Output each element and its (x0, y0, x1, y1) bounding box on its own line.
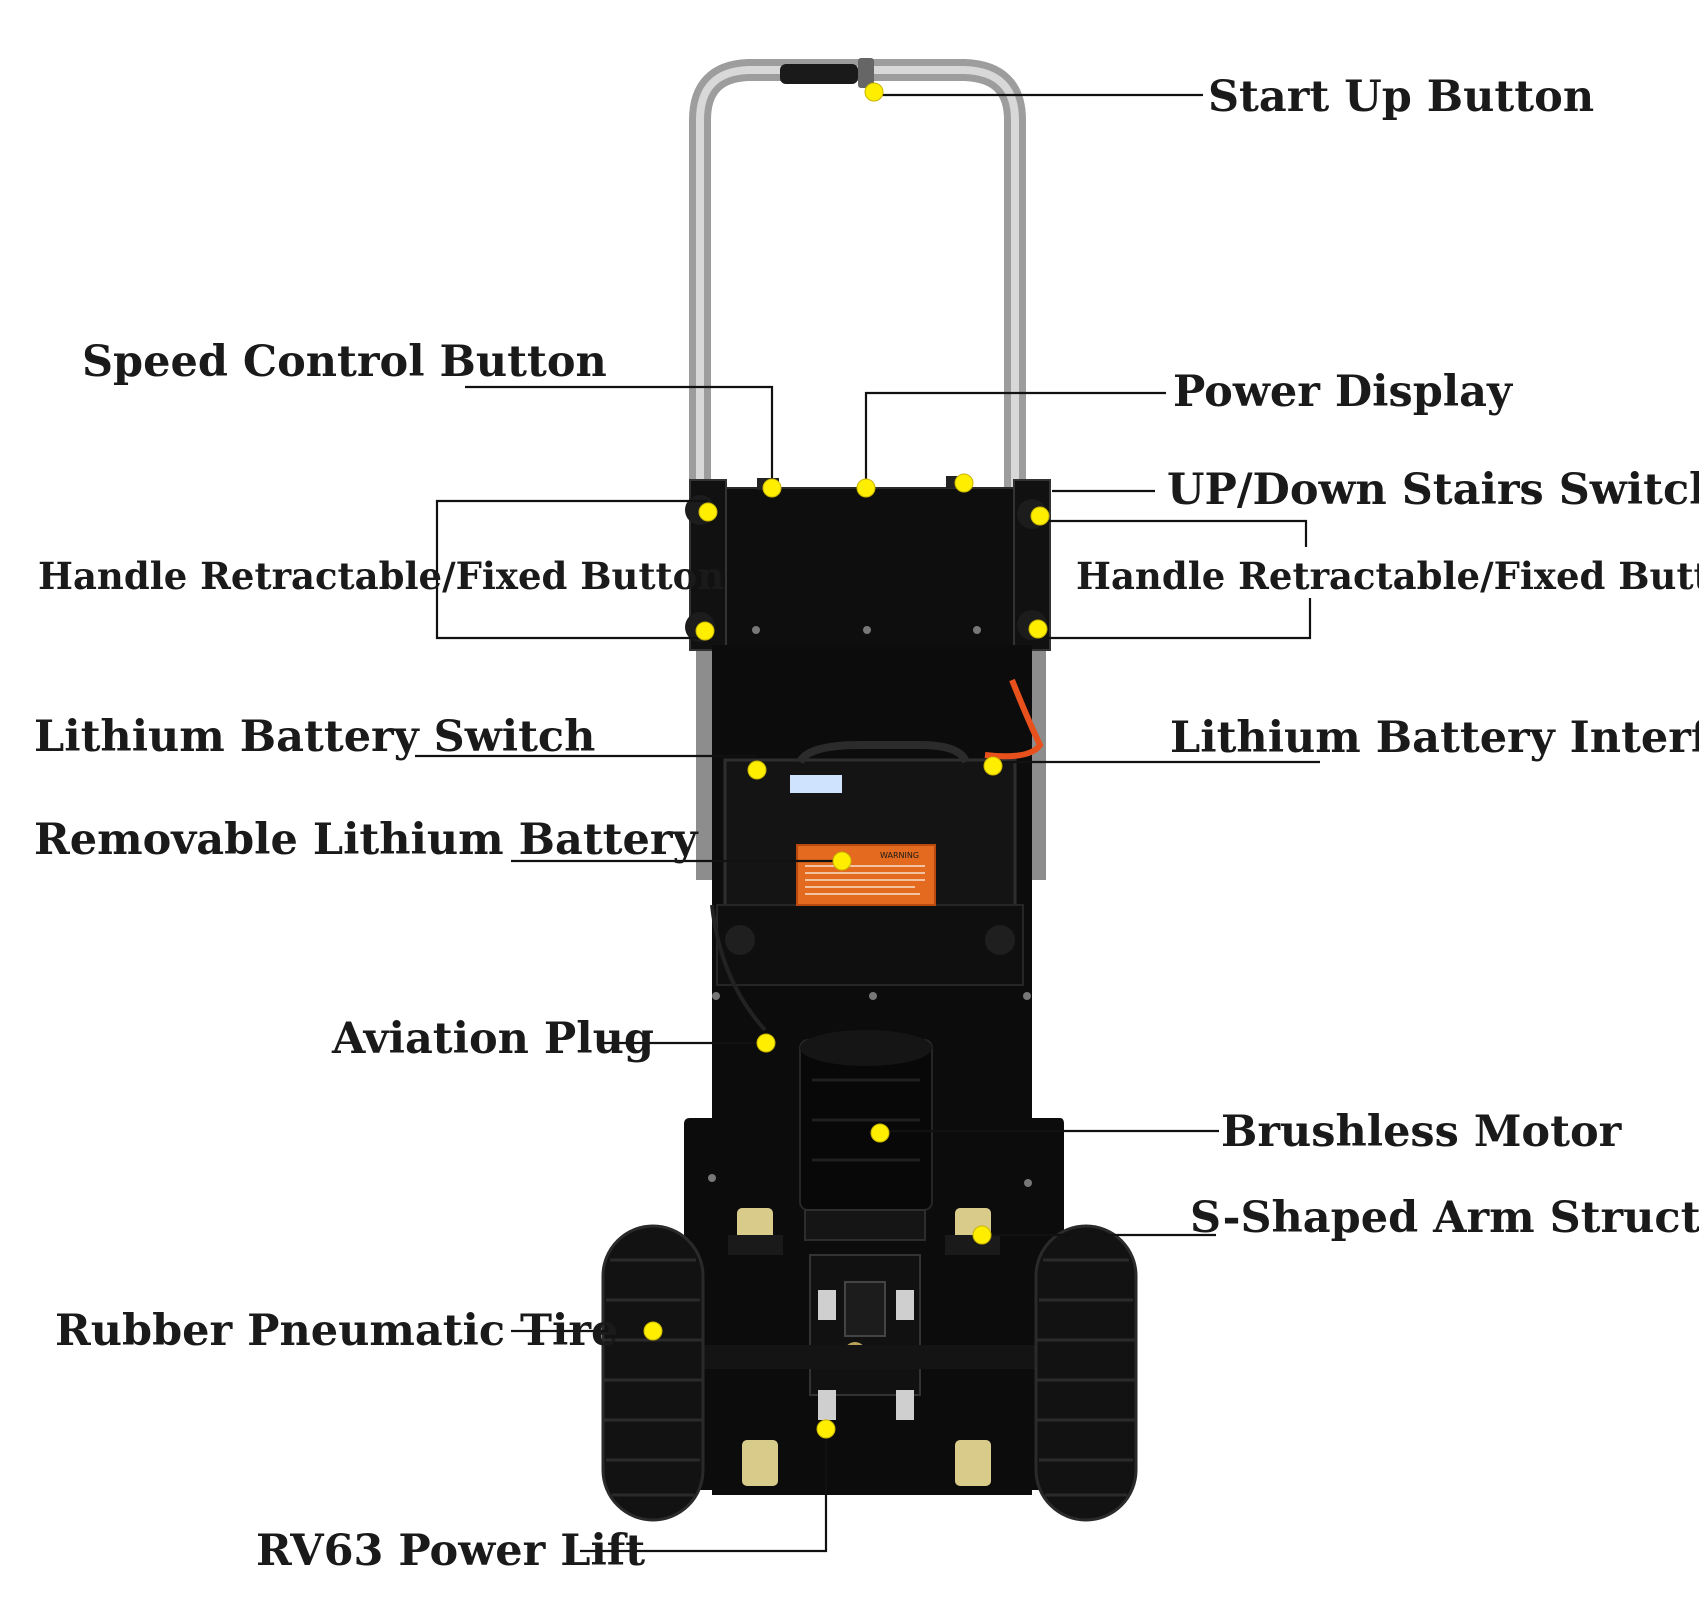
label-battery-switch: Lithium Battery Switch (34, 712, 595, 762)
dot-power-display (856, 478, 876, 498)
label-brushless-motor: Brushless Motor (1221, 1107, 1623, 1157)
label-up-down: UP/Down Stairs Switch (1167, 465, 1699, 515)
label-tire: Rubber Pneumatic Tire (55, 1306, 618, 1356)
dot-handle-left-upper (698, 502, 718, 522)
dot-handle-left-lower (695, 621, 715, 641)
label-speed-control: Speed Control Button (82, 337, 607, 387)
right-tire (1034, 1224, 1138, 1522)
dot-handle-right-lower (1028, 619, 1048, 639)
trolley-body-illustration: WARNING (601, 58, 1138, 1522)
dot-power-lift (816, 1419, 836, 1439)
dot-handle-right-upper (1030, 506, 1050, 526)
left-side-tube (696, 640, 712, 880)
warning-text: WARNING (880, 851, 919, 860)
label-start-up: Start Up Button (1208, 72, 1594, 122)
label-battery-interface: Lithium Battery Interface (1170, 713, 1699, 763)
handle-tube (689, 59, 1026, 506)
leader-power-display (864, 391, 1166, 488)
handle-grip (780, 64, 858, 84)
label-handle-right: Handle Retractable/Fixed Button (1076, 554, 1699, 598)
dot-up-down (954, 473, 974, 493)
label-removable-battery: Removable Lithium Battery (34, 815, 700, 865)
label-aviation-plug: Aviation Plug (331, 1014, 654, 1064)
dot-tire (643, 1321, 663, 1341)
dot-battery-interface (983, 756, 1003, 776)
callout-labels: Start Up Button Speed Control Button Pow… (34, 72, 1699, 1576)
leader-handle-right-lower (1040, 598, 1312, 640)
label-s-arm: S-Shaped Arm Structure (1190, 1193, 1699, 1243)
dot-battery-switch (747, 760, 767, 780)
dot-aviation-plug (756, 1033, 776, 1053)
label-power-display: Power Display (1173, 367, 1514, 417)
left-tire (601, 1224, 705, 1522)
leader-speed-control (465, 385, 774, 488)
label-power-lift: RV63 Power Lift (256, 1526, 645, 1576)
right-side-tube (1030, 640, 1046, 880)
label-handle-left: Handle Retractable/Fixed Button (38, 554, 724, 598)
battery-cable (984, 678, 1044, 760)
leader-lines (415, 93, 1320, 1553)
dot-s-arm (972, 1225, 992, 1245)
callout-dots (643, 82, 1050, 1439)
control-box (723, 487, 1017, 649)
leader-handle-right (1040, 519, 1308, 547)
dot-speed-control (762, 478, 782, 498)
dot-brushless-motor (870, 1123, 890, 1143)
dot-start-up (864, 82, 884, 102)
leader-power-lift (580, 1429, 828, 1553)
leader-handle-left (435, 499, 708, 640)
dot-removable-battery (832, 851, 852, 871)
